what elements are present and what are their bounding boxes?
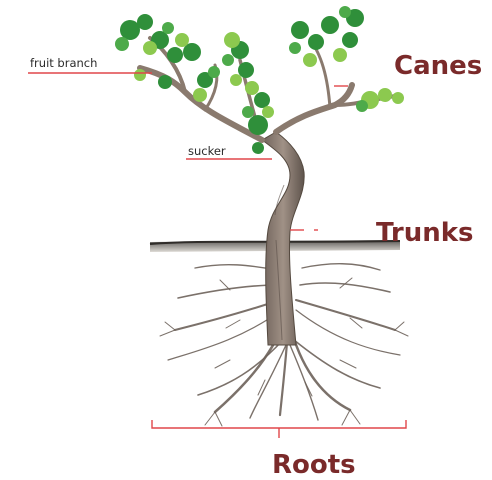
trunk	[262, 132, 304, 345]
leaves	[115, 6, 404, 154]
fruit-branch-label: fruit branch	[30, 56, 97, 70]
roots-bracket	[152, 420, 406, 438]
trunks-label: Trunks	[376, 218, 474, 248]
pointer-lines	[28, 73, 406, 438]
canes-label: Canes	[394, 51, 482, 81]
roots-label: Roots	[272, 450, 356, 480]
sucker-label: sucker	[188, 144, 226, 158]
